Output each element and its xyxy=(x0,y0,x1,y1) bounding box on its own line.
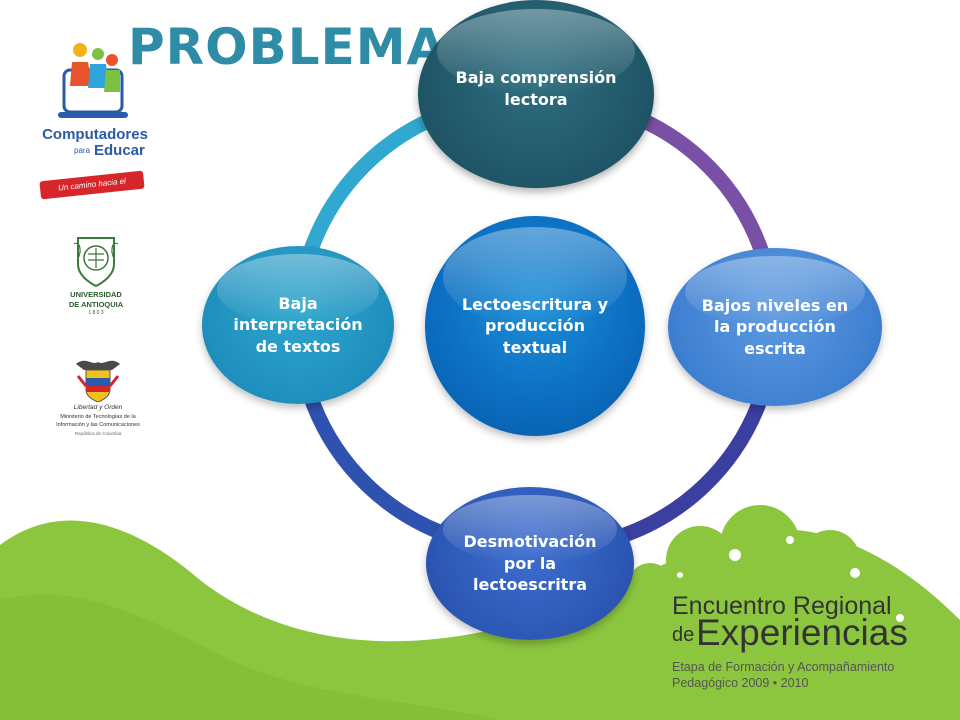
node-right-line: escrita xyxy=(744,338,806,358)
node-left: Baja interpretación de textos xyxy=(202,246,394,404)
computadores-people-icon xyxy=(58,43,128,118)
node-bottom-line: Desmotivación xyxy=(463,532,597,552)
computadores-para-educar-logo: Computadores para Educar Un camino hacia… xyxy=(39,40,150,209)
node-top: Baja comprensión lectora xyxy=(418,0,654,188)
node-right-line: la producción xyxy=(714,317,836,337)
node-right: Bajos niveles en la producción escrita xyxy=(668,248,882,406)
ministerio-line4: República de Colombia xyxy=(74,431,122,436)
node-left-line: de textos xyxy=(255,336,341,356)
event-title-de: de xyxy=(672,624,695,646)
computadores-line2-small: para xyxy=(74,146,91,155)
universidad-line2: DE ANTIOQUIA xyxy=(68,300,124,309)
colombia-coat-of-arms-icon xyxy=(76,360,120,402)
node-top-line: lectora xyxy=(504,90,568,109)
node-center: Lectoescritura y producción textual xyxy=(425,216,645,436)
event-title-line2: Experiencias xyxy=(696,612,908,653)
event-subtitle-line1: Etapa de Formación y Acompañamiento xyxy=(672,660,895,674)
node-bottom-line: por la xyxy=(503,553,557,573)
universidad-de-antioquia-logo: UNIVERSIDAD DE ANTIOQUIA 1 8 0 3 xyxy=(58,234,134,318)
node-bottom: Desmotivación por la lectoescritra xyxy=(426,487,634,640)
ministerio-line1: Libertad y Orden xyxy=(73,404,123,411)
universidad-year: 1 8 0 3 xyxy=(88,310,104,316)
university-crest-icon xyxy=(73,237,119,288)
event-subtitle-line2: Pedagógico 2009 • 2010 xyxy=(672,676,809,690)
node-left-line: interpretación xyxy=(233,315,363,335)
node-top-line: Baja comprensión xyxy=(455,68,617,88)
computadores-line1: Computadores xyxy=(42,126,148,143)
node-center-line: producción xyxy=(484,316,585,336)
page-title: PROBLEMA xyxy=(128,18,447,76)
ministerio-tic-logo: Libertad y Orden Ministerio de Tecnologí… xyxy=(50,356,146,452)
node-bottom-line: lectoescritra xyxy=(472,575,588,595)
node-right-line: Bajos niveles en xyxy=(701,295,849,315)
node-center-line: textual xyxy=(502,337,568,357)
node-left-line: Baja xyxy=(278,293,318,313)
computadores-tagline: Un camino hacia el conocimiento xyxy=(39,170,145,209)
ministerio-line2: Ministerio de Tecnologías de la xyxy=(60,414,136,420)
ministerio-line3: Información y las Comunicaciones xyxy=(56,422,140,428)
computadores-line2: Educar xyxy=(94,142,145,159)
universidad-line1: UNIVERSIDAD xyxy=(70,290,122,299)
node-center-line: Lectoescritura y xyxy=(461,294,609,314)
event-title-line1: Encuentro Regional xyxy=(672,592,892,620)
